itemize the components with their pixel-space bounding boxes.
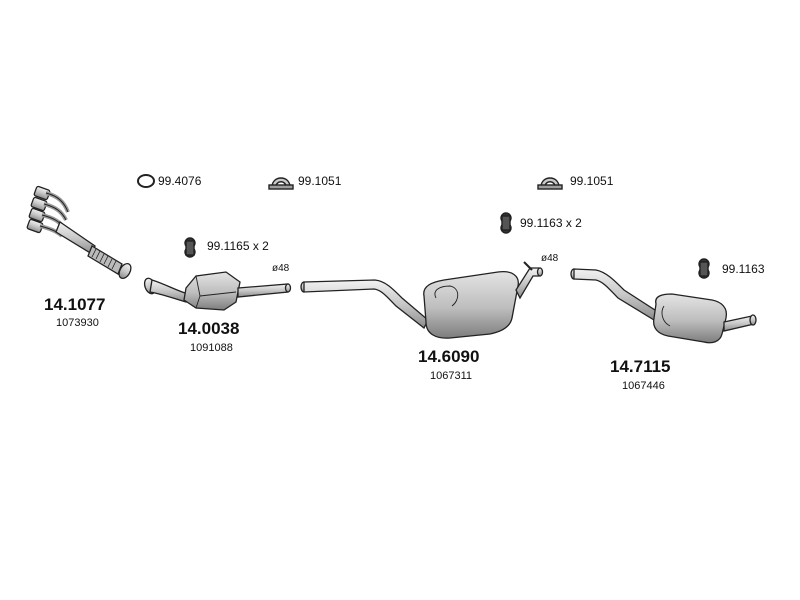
diameter-label-2: ø48: [541, 253, 559, 264]
rear-silencer-part-number: 14.7115: [610, 357, 671, 376]
front-pipe-drawing: [26, 185, 132, 280]
hanger-label-3: 99.1163: [722, 262, 765, 276]
front-pipe-oe-number: 1073930: [56, 317, 99, 329]
u-clamp-icon: [268, 177, 294, 190]
middle-silencer-part-number: 14.6090: [418, 347, 480, 366]
gasket-ring-label: 99.4076: [158, 174, 202, 188]
rear-silencer-drawing: [570, 268, 757, 344]
u-clamp-icon: [537, 177, 563, 190]
front-pipe-part-number: 14.1077: [44, 295, 106, 314]
rear-silencer-oe-number: 1067446: [622, 380, 665, 392]
diameter-label-1: ø48: [272, 263, 290, 274]
catalyst-drawing: [143, 271, 292, 311]
catalyst-part-number: 14.0038: [178, 319, 240, 338]
rubber-hanger-icon: [184, 237, 196, 258]
catalyst-oe-number: 1091088: [190, 342, 233, 354]
rubber-hanger-icon: [500, 212, 512, 234]
rubber-hanger-icon: [698, 258, 710, 279]
middle-silencer-drawing: [300, 261, 544, 339]
clamp-label-1: 99.1051: [298, 174, 342, 188]
hanger-label-2: 99.1163 x 2: [520, 216, 582, 230]
hanger-label-1: 99.1165 x 2: [207, 239, 269, 253]
clamp-label-2: 99.1051: [570, 174, 614, 188]
middle-silencer-oe-number: 1067311: [430, 370, 473, 382]
gasket-ring-icon: [137, 174, 155, 188]
